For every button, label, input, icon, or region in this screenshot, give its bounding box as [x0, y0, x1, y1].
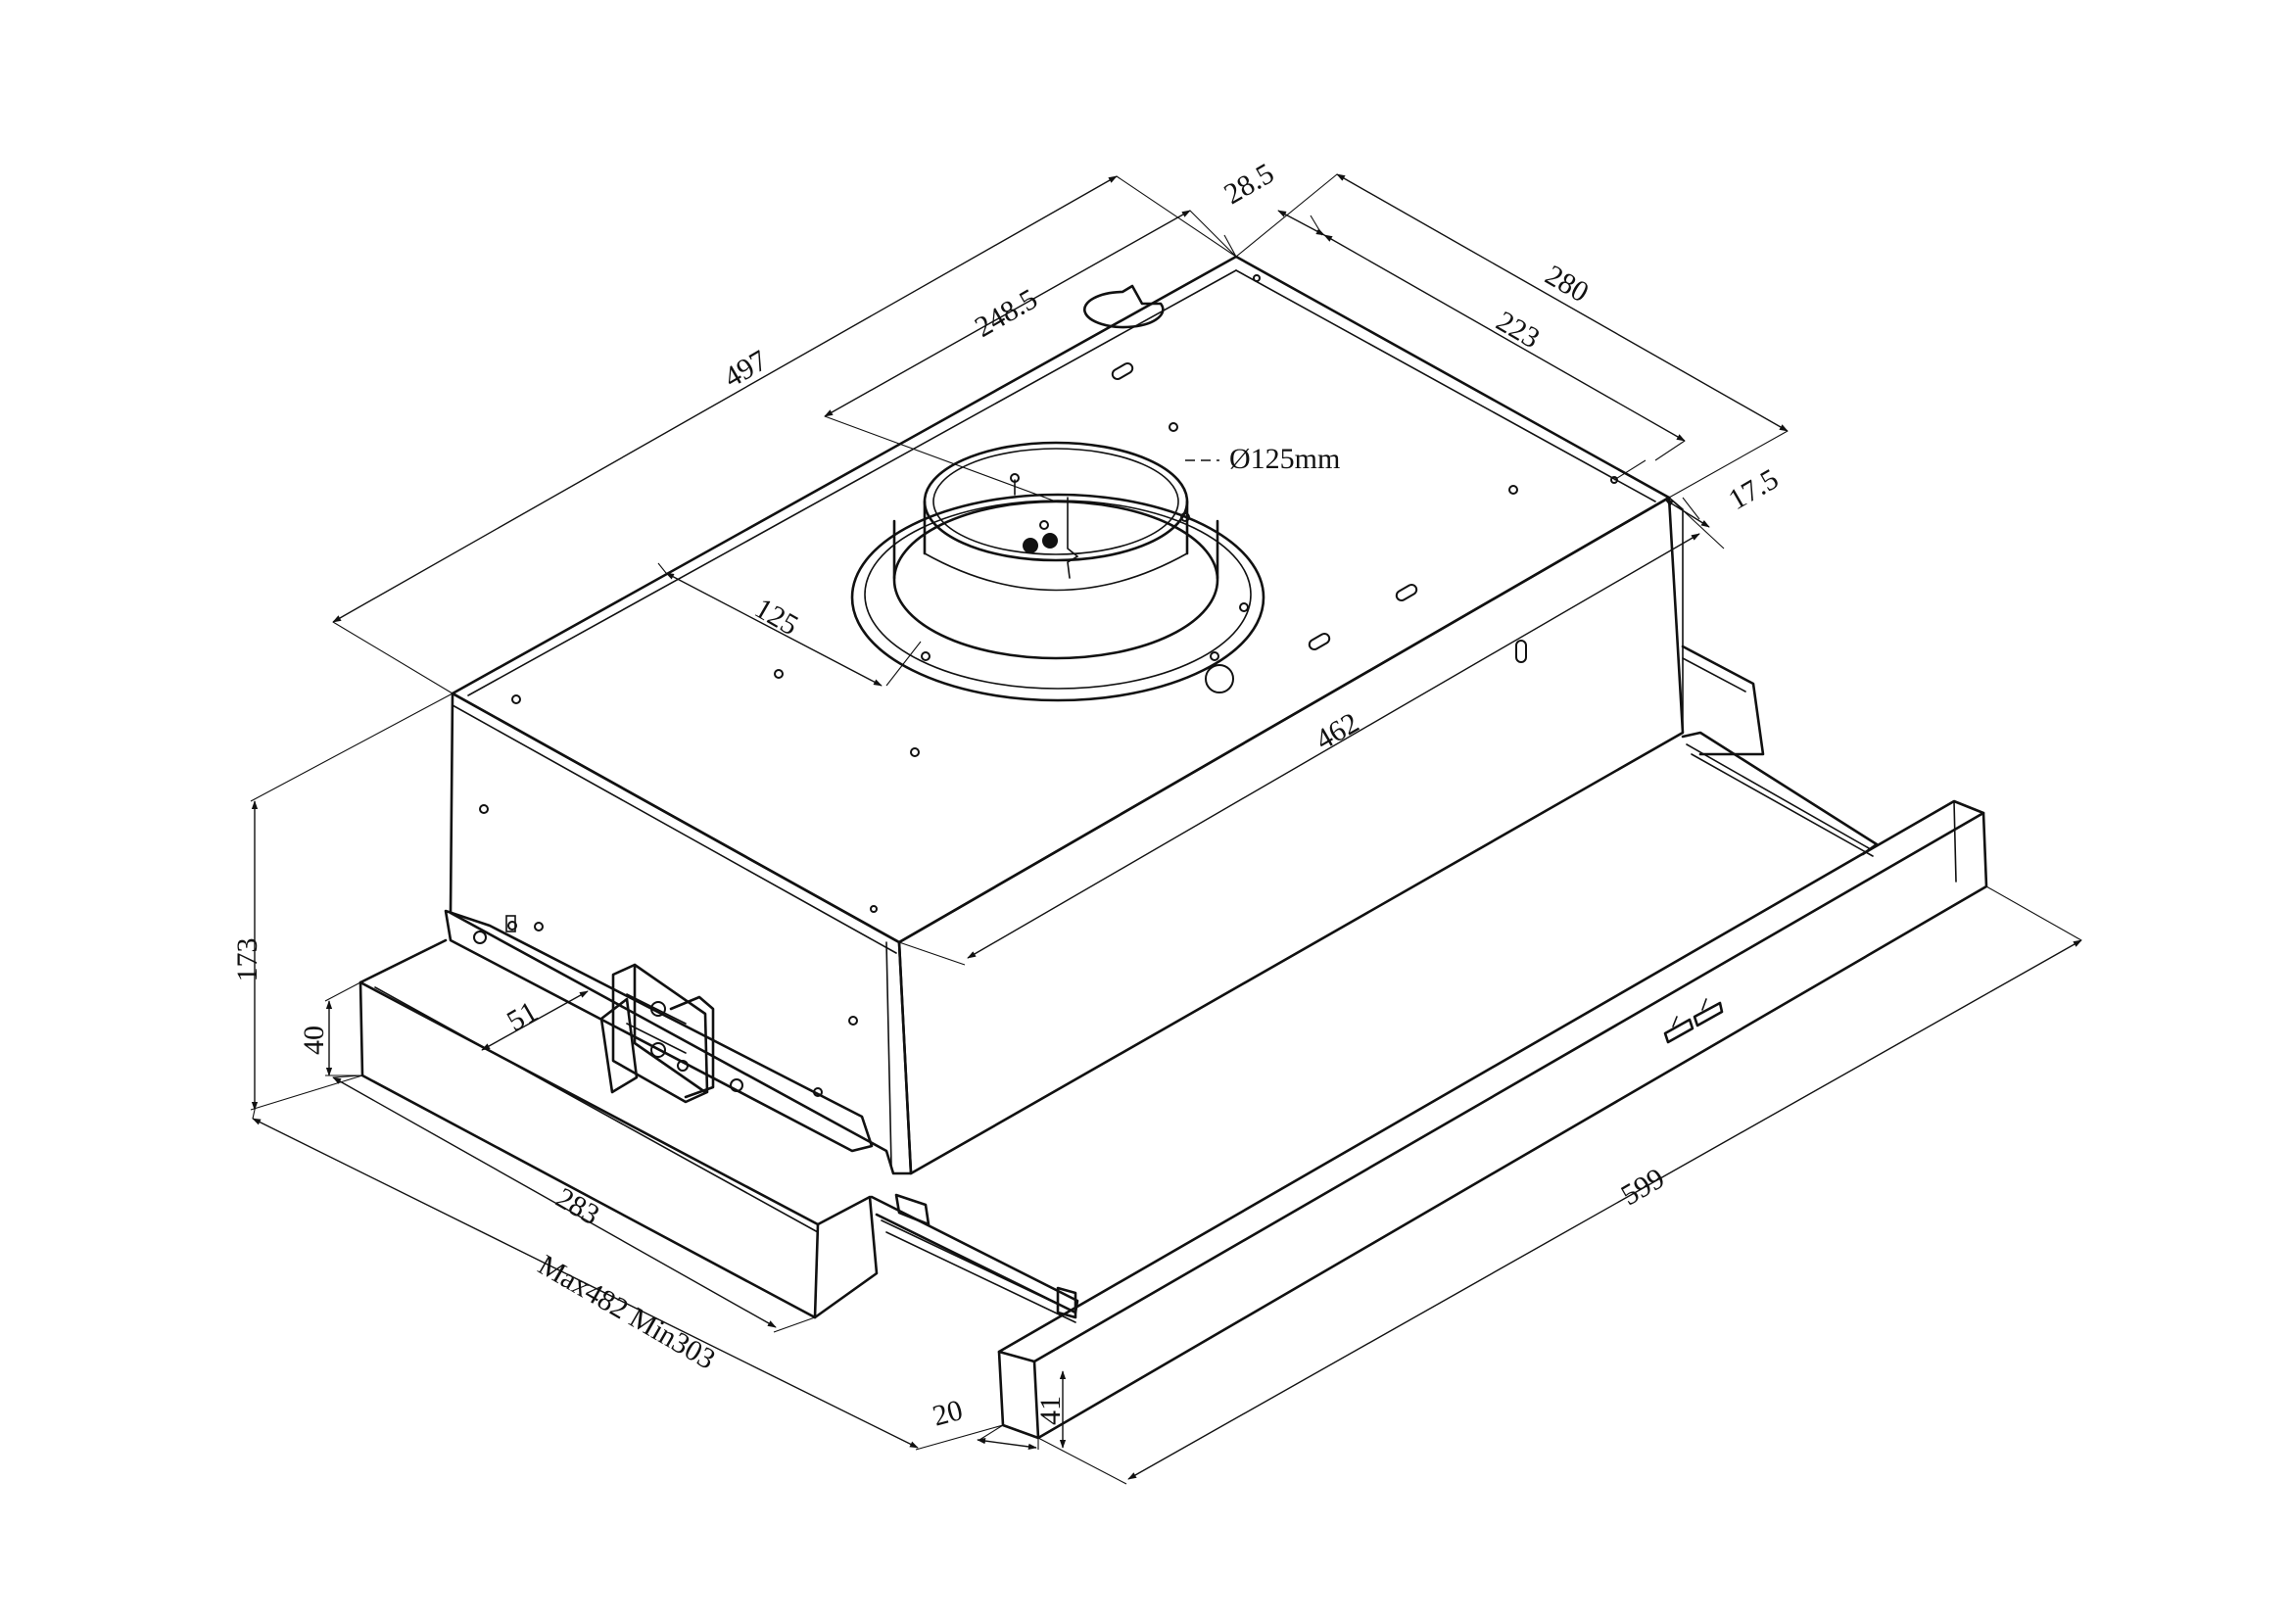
- left-lower-box: [358, 938, 879, 1319]
- dim-20: 20: [930, 1394, 967, 1433]
- dim-462: 462: [1311, 706, 1364, 756]
- dim-223: 223: [1491, 305, 1545, 355]
- collar-flange-outer: [850, 493, 1265, 702]
- top-panel: [451, 255, 1671, 944]
- dim-599: 599: [1616, 1162, 1670, 1212]
- dim-497: 497: [719, 344, 773, 394]
- telescopic-drawer: [870, 645, 1988, 1440]
- front-trim-face: [997, 811, 1988, 1440]
- dim-280: 280: [1540, 259, 1594, 309]
- dimension-labels: 497 248.5 28.5 280 223 17.5 Ø125mm 125 4…: [231, 157, 1784, 1432]
- wiring-cutout: [1082, 284, 1165, 329]
- right-side-panel: [897, 496, 1685, 1175]
- hinge-assembly: [599, 963, 715, 1104]
- collar-outer-wall: [892, 519, 1219, 580]
- dim-173: 173: [231, 938, 263, 982]
- control-switch-2[interactable]: [1693, 1001, 1724, 1027]
- dim-125: 125: [749, 592, 803, 642]
- dim-17-5: 17.5: [1723, 462, 1784, 516]
- dim-41: 41: [1034, 1396, 1067, 1425]
- control-switch-1[interactable]: [1663, 1018, 1694, 1044]
- dimension-lines: [250, 173, 2082, 1485]
- dim-max-min: Max482 Min303: [533, 1249, 721, 1376]
- front-trim-bar: [997, 799, 1985, 1363]
- dim-283: 283: [550, 1181, 604, 1231]
- top-features: [511, 274, 1618, 913]
- dim-51: 51: [501, 995, 543, 1038]
- dim-28-5: 28.5: [1218, 157, 1279, 211]
- dim-40: 40: [298, 1026, 330, 1055]
- front-left-panel: [449, 692, 913, 1175]
- front-face-details: [444, 804, 874, 1153]
- mounting-bracket: [444, 909, 874, 1153]
- dim-diameter: Ø125mm: [1229, 443, 1340, 475]
- dim-248-5: 248.5: [970, 283, 1043, 344]
